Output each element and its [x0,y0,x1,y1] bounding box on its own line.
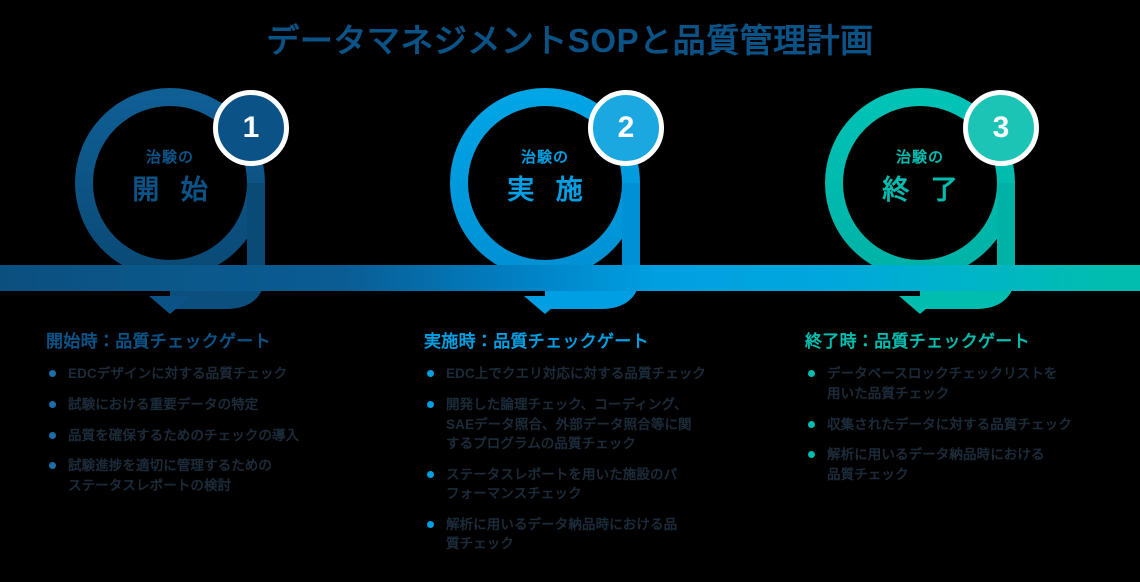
bullet-dot-icon [808,420,815,428]
list-item: 試験進捗を適切に管理するためのステータスレポートの検討 [46,456,406,495]
bullet-dot-icon [427,370,434,378]
down-arrow-icon-3 [899,296,941,314]
list-item-text: データベースロックチェックリストを用いた品質チェック [827,366,1058,401]
bullet-dot-icon [808,370,815,378]
gate-bullet-list-2: EDC上でクエリ対応に対する品質チェック 開発した論理チェック、コーディング、S… [424,364,724,554]
list-item: 品質を確保するためのチェックの導入 [46,426,406,446]
list-item-text: 解析に用いるデータ納品時における品質チェック [827,447,1045,482]
gate-bullet-list-1: EDCデザインに対する品質チェック 試験における重要データの特定 品質を確保する… [46,364,406,495]
list-item: 試験における重要データの特定 [46,395,406,415]
list-item: 解析に用いるデータ納品時における品質チェック [424,515,724,554]
down-arrow-icon-2 [524,296,566,314]
list-item-text: EDC上でクエリ対応に対する品質チェック [446,366,707,382]
bullet-dot-icon [427,470,434,478]
gate-heading-1: 開始時：品質チェックゲート [46,332,271,351]
step-badge-1[interactable]: 1 [213,90,289,166]
timeline-bar [0,265,1140,291]
list-item: 開発した論理チェック、コーディング、SAEデータ照合、外部データ照合等に関するプ… [424,395,724,454]
gate-column-3: 終了時：品質チェックゲート データベースロックチェックリストを用いた品質チェック… [805,332,1095,495]
list-item-text: 収集されたデータに対する品質チェック [827,416,1072,432]
step-number-3: 3 [992,111,1010,144]
list-item-text: 解析に用いるデータ納品時における品質チェック [446,516,678,552]
bullet-dot-icon [49,370,56,378]
bullet-dot-icon [49,400,56,408]
list-item: ステータスレポートを用いた施設のパフォーマンスチェック [424,465,724,504]
list-item-text: EDCデザインに対する品質チェック [68,366,288,382]
list-item: データベースロックチェックリストを用いた品質チェック [805,364,1095,403]
down-arrow-icon-1 [149,296,191,314]
list-item-text: 試験における重要データの特定 [68,396,259,412]
step-number-1: 1 [242,111,260,144]
list-item: EDCデザインに対する品質チェック [46,364,406,384]
list-item: 解析に用いるデータ納品時における品質チェック [805,445,1095,484]
page-title: データマネジメントSOPと品質管理計画 [266,22,874,59]
gate-column-2: 実施時：品質チェックゲート EDC上でクエリ対応に対する品質チェック 開発した論… [424,332,724,565]
bullet-dot-icon [49,462,56,470]
list-item-text: 試験進捗を適切に管理するためのステータスレポートの検討 [68,458,272,493]
bullet-dot-icon [427,400,434,408]
gate-heading-3: 終了時：品質チェックゲート [805,332,1030,351]
step-badge-2[interactable]: 2 [588,90,664,166]
list-item-text: ステータスレポートを用いた施設のパフォーマンスチェック [446,466,678,502]
gate-bullet-list-3: データベースロックチェックリストを用いた品質チェック 収集されたデータに対する品… [805,364,1095,484]
list-item: 収集されたデータに対する品質チェック [805,415,1095,435]
step-badge-3[interactable]: 3 [963,90,1039,166]
step-number-2: 2 [617,111,635,144]
list-item: EDC上でクエリ対応に対する品質チェック [424,364,724,384]
bullet-dot-icon [808,451,815,459]
bullet-dot-icon [49,431,56,439]
gate-heading-2: 実施時：品質チェックゲート [424,332,649,351]
list-item-text: 開発した論理チェック、コーディング、SAEデータ照合、外部データ照合等に関するプ… [446,396,692,452]
bullet-dot-icon [427,520,434,528]
list-item-text: 品質を確保するためのチェックの導入 [68,427,300,443]
gate-column-1: 開始時：品質チェックゲート EDCデザインに対する品質チェック 試験における重要… [46,332,406,506]
